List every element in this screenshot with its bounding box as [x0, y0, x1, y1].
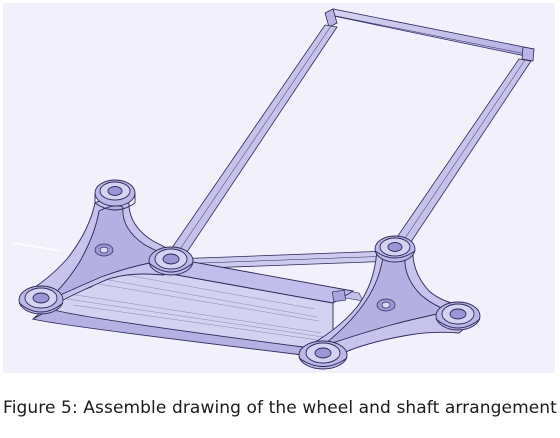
wheel-right-outer — [435, 301, 481, 331]
wheel-middle-left — [148, 246, 194, 276]
bracket-bolt — [94, 243, 114, 257]
cad-viewport — [3, 3, 555, 373]
handle-right-rail — [392, 58, 532, 252]
handle-top-bar — [324, 8, 535, 62]
bracket-bolt — [376, 298, 396, 312]
shaft-collar — [331, 289, 347, 303]
handle-left-rail — [166, 24, 338, 262]
construction-line — [12, 242, 62, 252]
wheel-top-left — [94, 179, 136, 211]
wheel-bottom-right — [298, 340, 348, 370]
wheel-shaft-assembly-drawing — [12, 8, 535, 370]
wheel-bottom-left — [18, 285, 64, 315]
wheel-top-right — [374, 235, 416, 263]
figure-caption: Figure 5: Assemble drawing of the wheel … — [3, 398, 557, 418]
